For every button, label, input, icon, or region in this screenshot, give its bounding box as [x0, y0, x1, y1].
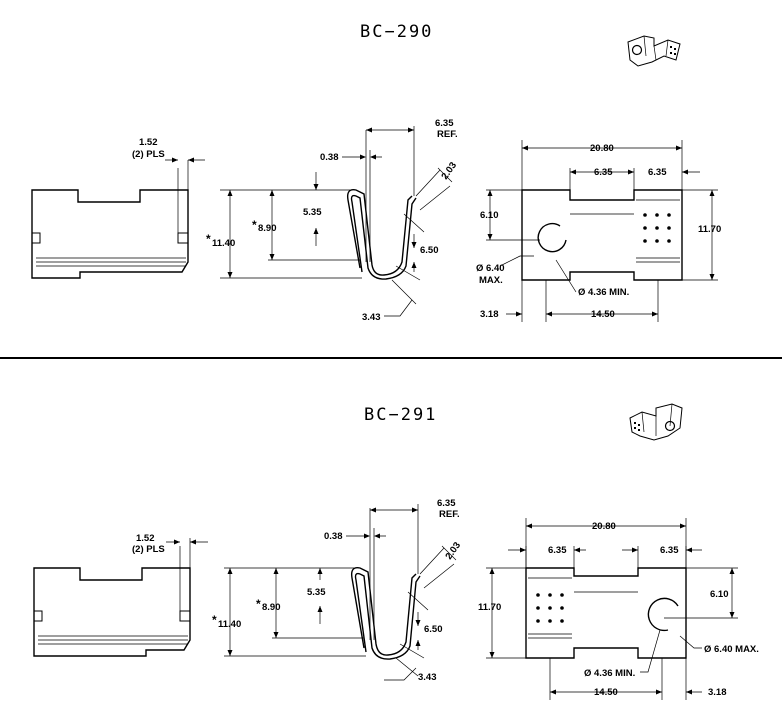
outer-diameter-label: Ø 6.40 [476, 263, 505, 274]
section-bc-290: BC−290 1.52 (2) PLS [31, 22, 721, 323]
span-label: 14.50 [594, 687, 618, 698]
tab-width-label: 1.52 [136, 533, 155, 544]
overall-width-label: 20.80 [592, 521, 616, 532]
asterisk-mark: * [206, 232, 211, 246]
ref-dim-label: 6.35 [435, 118, 454, 129]
mid-height-label: 8.90 [258, 223, 277, 234]
front-view: 20.80 6.35 6.35 6.10 11.70 Ø 6.40 MAX. Ø… [476, 140, 721, 322]
ref-note-label: REF. [439, 509, 460, 520]
hole-height-label: 6.10 [480, 210, 499, 221]
span-label: 14.50 [591, 309, 615, 320]
inner-height-label: 5.35 [307, 587, 326, 598]
side-view: 6.35 REF. 0.38 2.03 5.35 8.90 * 11.40 * … [206, 118, 459, 323]
bottom-dim-label: 3.43 [362, 312, 381, 323]
part-thumbnail [627, 35, 681, 67]
segment-b-label: 6.35 [660, 545, 679, 556]
inner-height-label: 5.35 [303, 207, 322, 218]
tab-width-label: 1.52 [139, 137, 158, 148]
part-title: BC−291 [364, 405, 437, 425]
asterisk-mark: * [252, 218, 257, 232]
end-view: 1.52 (2) PLS [33, 533, 208, 657]
ref-dim-label: 6.35 [437, 498, 456, 509]
inner-diameter-label: Ø 4.36 MIN. [584, 668, 635, 679]
total-height-label: 11.70 [698, 224, 721, 235]
part-title: BC−290 [360, 22, 433, 42]
total-height-label: 11.70 [478, 602, 501, 613]
front-view: 20.80 6.35 6.35 11.70 6.10 Ø 6.40 MAX. Ø… [478, 518, 759, 700]
angle-label: 2.03 [443, 540, 463, 561]
wire-thickness-label: 0.38 [320, 152, 339, 163]
side-view: 6.35 REF. 0.38 2.03 5.35 8.90 * 11.40 * … [212, 498, 463, 683]
bottom-dim-label: 3.43 [418, 672, 437, 683]
segment-b-label: 6.35 [648, 167, 667, 178]
grip-dots [643, 213, 671, 243]
overall-width-label: 20.80 [590, 143, 614, 154]
hole-height-label: 6.10 [710, 589, 729, 600]
end-view: 1.52 (2) PLS [31, 137, 205, 279]
asterisk-mark: * [212, 613, 217, 627]
left-offset-label: 3.18 [480, 309, 499, 320]
mid-height-label: 8.90 [262, 602, 281, 613]
wire-thickness-label: 0.38 [324, 531, 343, 542]
angle-label: 2.03 [439, 160, 459, 181]
outer-diameter-label: Ø 6.40 MAX. [704, 644, 759, 655]
grip-dots [536, 593, 564, 623]
ref-note-label: REF. [437, 129, 458, 140]
section-bc-291: BC−291 1.52 (2) PLS 6.35 [33, 403, 759, 700]
inner-diameter-label: Ø 4.36 MIN. [578, 287, 629, 298]
outer-diameter-note: MAX. [479, 275, 503, 286]
segment-a-label: 6.35 [594, 167, 613, 178]
segment-a-label: 6.35 [548, 545, 567, 556]
lower-height-label: 6.50 [420, 245, 439, 256]
total-height-label: 11.40 [218, 619, 241, 630]
lower-height-label: 6.50 [424, 624, 443, 635]
total-height-label: 11.40 [212, 238, 235, 249]
tab-qty-label: (2) PLS [132, 149, 165, 160]
part-thumbnail [629, 403, 683, 441]
tab-qty-label: (2) PLS [132, 544, 165, 555]
right-offset-label: 3.18 [708, 687, 727, 698]
asterisk-mark: * [256, 597, 261, 611]
